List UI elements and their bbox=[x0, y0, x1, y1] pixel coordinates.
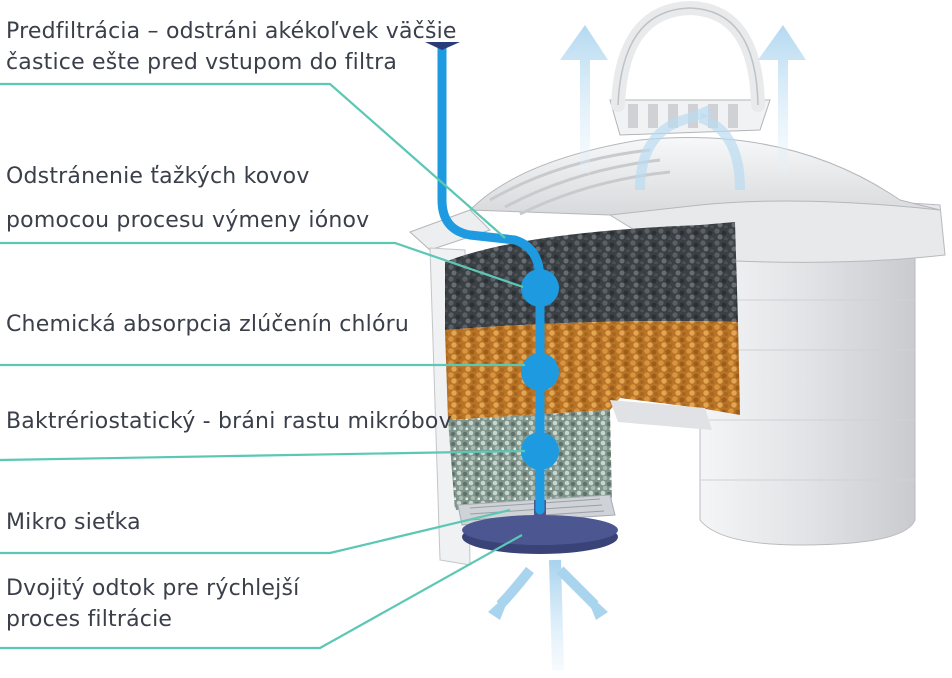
label-prefilter-line-1: Predfiltrácia – odstráni akékoľvek väčši… bbox=[6, 19, 457, 44]
leader-lines bbox=[0, 82, 526, 650]
flow-node-2 bbox=[521, 353, 559, 391]
label-bacteriostatic-line-1: Baktrériostatický - bráni rastu mikróbov bbox=[6, 409, 452, 434]
ion-exchange-layer bbox=[445, 321, 740, 420]
label-prefilter-line-2: častice ešte pred vstupom do filtra bbox=[6, 50, 398, 75]
leader-line-heavy-metals bbox=[0, 241, 524, 289]
carbon-layer bbox=[445, 222, 738, 330]
label-chlorine: Chemická absorpcia zlúčenín chlóru bbox=[6, 309, 409, 340]
label-chlorine-line-1: Chemická absorpcia zlúčenín chlóru bbox=[6, 312, 409, 337]
label-double-outlet-line-2: proces filtrácie bbox=[6, 607, 173, 632]
flow-node-3 bbox=[521, 432, 559, 470]
label-double-outlet: Dvojitý odtok pre rýchlejší proces filtr… bbox=[6, 573, 299, 635]
water-outlet-arrows bbox=[488, 559, 608, 671]
label-prefilter: Predfiltrácia – odstráni akékoľvek väčši… bbox=[6, 16, 457, 78]
label-bacteriostatic: Baktrériostatický - bráni rastu mikróbov bbox=[6, 406, 452, 437]
leader-line-prefilter bbox=[0, 82, 506, 239]
label-heavy-metals: Odstránenie ťažkých kovov pomocou proces… bbox=[6, 155, 369, 243]
label-double-outlet-line-1: Dvojitý odtok pre rýchlejší bbox=[6, 576, 300, 601]
leader-line-bacteriostatic bbox=[0, 449, 526, 462]
flow-node-1 bbox=[521, 269, 559, 307]
label-micro-mesh: Mikro sieťka bbox=[6, 507, 141, 538]
filter-media bbox=[445, 222, 740, 554]
label-micro-mesh-line-1: Mikro sieťka bbox=[6, 510, 141, 535]
air-outlet-arrows bbox=[560, 25, 806, 191]
leader-line-double-outlet bbox=[0, 534, 523, 650]
label-heavy-metals-line-1: Odstránenie ťažkých kovov bbox=[6, 164, 310, 189]
water-flow-path bbox=[425, 42, 559, 515]
leader-line-micro-mesh bbox=[0, 508, 511, 555]
label-heavy-metals-line-2: pomocou procesu výmeny iónov bbox=[6, 208, 370, 233]
